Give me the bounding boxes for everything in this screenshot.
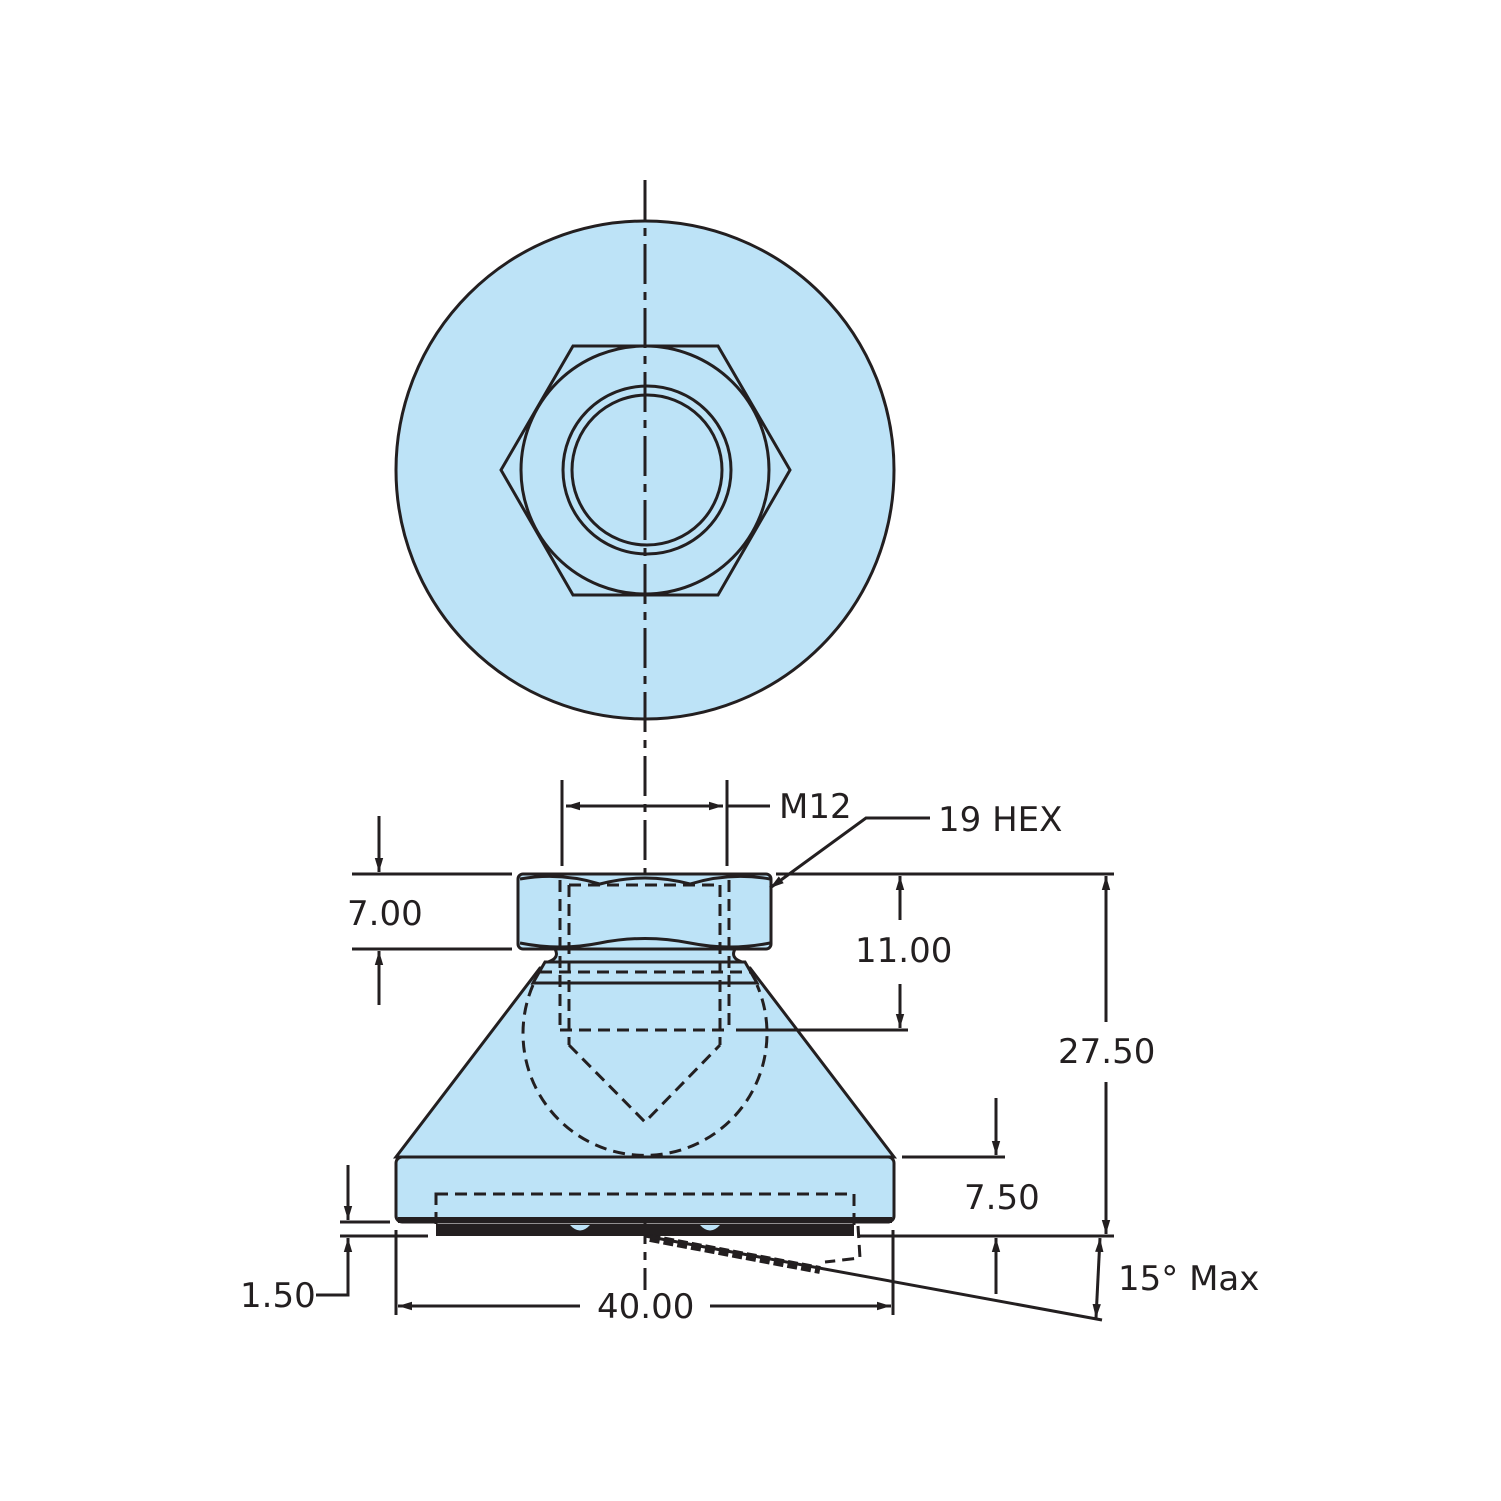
hidden-lines: [434, 880, 862, 1264]
hex-height-label: 7.00: [347, 894, 423, 934]
pad-notch-1: [570, 1225, 590, 1231]
hex-outline: [499, 344, 792, 597]
overall-height-label: 27.50: [1058, 1032, 1155, 1072]
thread-depth-label: 11.00: [855, 931, 952, 971]
hex-top-curve: [519, 874, 771, 886]
thread-label: M12: [779, 787, 852, 827]
hex-nut: [516, 872, 773, 951]
base-disc: [394, 1155, 896, 1224]
thread-inner-circle: [570, 393, 724, 547]
pad-notch-2: [700, 1225, 720, 1231]
dimension-lines: [316, 780, 1114, 1322]
neck: [547, 947, 743, 964]
pad-thickness-label: 1.50: [240, 1276, 316, 1316]
thread-outer-circle: [561, 384, 733, 556]
hex-label: 19 HEX: [938, 800, 1062, 840]
base-height-label: 7.50: [964, 1178, 1040, 1218]
tilt-label: 15° Max: [1118, 1259, 1259, 1299]
rubber-pad: [436, 1224, 854, 1236]
base-cone: [392, 966, 898, 1159]
front-view: [392, 872, 898, 1274]
base-diameter-label: 40.00: [597, 1287, 694, 1327]
